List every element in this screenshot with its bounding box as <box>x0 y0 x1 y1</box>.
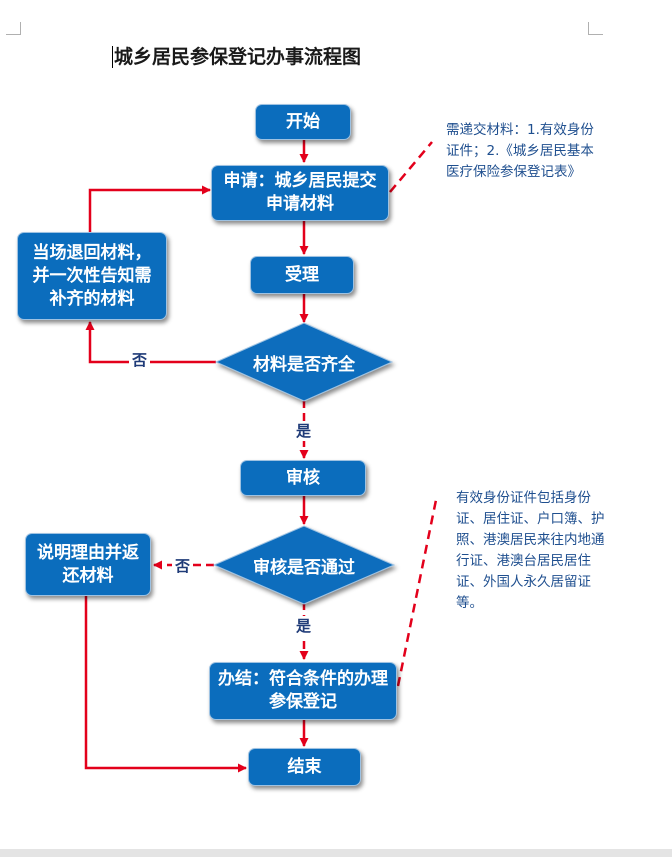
review-yes-label: 是 <box>294 616 314 636</box>
materials-check-label: 材料是否齐全 <box>253 354 355 375</box>
materials-check-diamond <box>214 322 394 402</box>
bottom-scrollbar-area <box>0 849 672 857</box>
return-materials-node: 当场退回材料，并一次性告知需补齐的材料 <box>17 232 167 320</box>
arrow-explain-to-end <box>84 596 247 773</box>
materials-no-label: 否 <box>129 351 151 369</box>
complete-node: 办结：符合条件的办理参保登记 <box>209 662 397 720</box>
arrow-materials-no-loop-a <box>85 321 216 364</box>
id-documents-note: 有效身份证件包括身份证、居住证、户口簿、护照、港澳居民来往内地通行证、港澳台居民… <box>456 490 605 611</box>
accept-node: 受理 <box>250 256 354 294</box>
review-no-label: 否 <box>172 557 194 575</box>
review-check-diamond <box>212 525 396 605</box>
note-connector-id <box>396 499 438 687</box>
crop-mark-top-right <box>588 22 603 35</box>
flowchart-title: 城乡居民参保登记办事流程图 <box>112 46 362 68</box>
materials-note: 需递交材料：1.有效身份证件；2.《城乡居民基本医疗保险参保登记表》 <box>446 122 594 180</box>
start-node: 开始 <box>255 104 351 140</box>
explain-return-node: 说明理由并返还材料 <box>25 533 151 596</box>
materials-yes-label: 是 <box>294 421 314 441</box>
crop-mark-top-left <box>6 22 21 35</box>
note-connector-materials <box>389 141 433 193</box>
end-node: 结束 <box>248 748 361 786</box>
arrow-materials-no-loop-b <box>88 185 211 234</box>
review-check-label: 审核是否通过 <box>253 557 355 578</box>
apply-node: 申请：城乡居民提交申请材料 <box>211 165 389 221</box>
review-node: 审核 <box>240 460 366 496</box>
